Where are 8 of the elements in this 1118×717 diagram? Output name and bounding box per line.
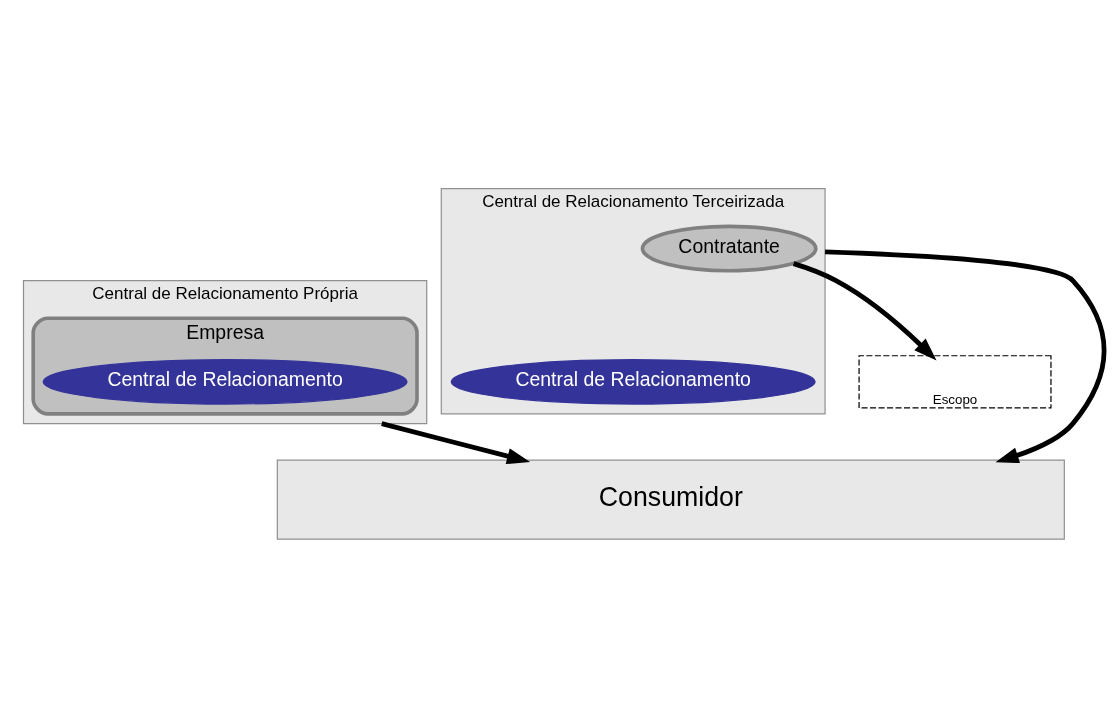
node-ellipse: Central de Relacionamento [42,358,408,405]
arrow [825,248,1107,463]
arrow [792,260,937,361]
arrow [381,420,531,464]
node-ellipse: Central de Relacionamento [450,358,816,405]
node-ellipse: Contratante [640,224,818,273]
node-box: Escopo [858,354,1052,409]
node-box: Consumidor [276,459,1065,540]
